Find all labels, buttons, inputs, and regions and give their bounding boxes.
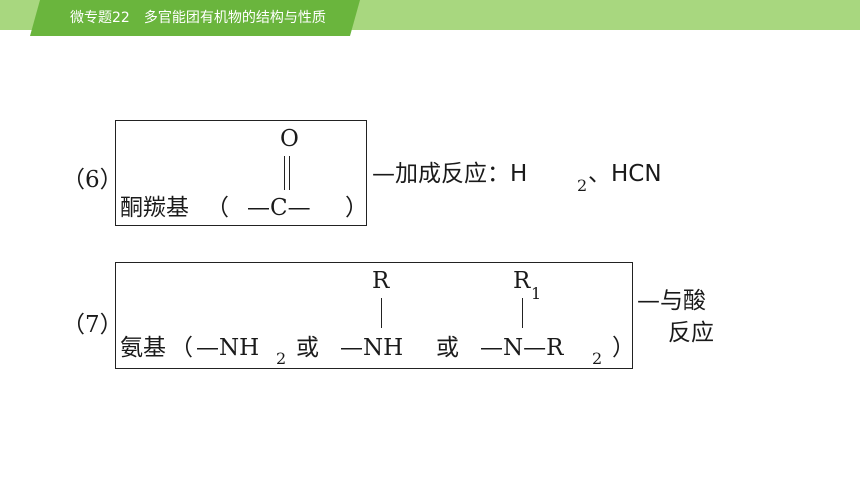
item-number-6: （6） [62,167,123,193]
or-text-1: 或 [296,335,319,361]
header-title: 微专题22 多官能团有机物的结构与性质 [70,10,326,26]
subscript-2: 2 [577,176,588,195]
r1-subscript: 1 [531,284,542,303]
acid-reaction-line2: 反应 [668,320,714,346]
bond-line-icon [381,298,382,328]
r1-label: R [513,268,531,294]
amino-group-name: 氨基 [120,335,166,361]
ketone-carbonyl-box [115,120,367,226]
nh2-formula: —NH [196,335,260,361]
or-text-2: 或 [436,335,459,361]
paren-close: ） [612,335,635,361]
ketone-group-name: 酮羰基 [120,195,189,221]
n-formula: —N—R [480,335,564,361]
oxygen-label: O [280,126,299,152]
paren-open: （ [206,195,229,221]
paren-close: ） [345,195,368,221]
amino-group-box [115,262,633,369]
reagent-hcn: 、HCN [588,161,662,187]
r-label: R [372,268,390,294]
double-bond-icon [284,156,290,190]
bond-line-icon [522,298,523,328]
nh2-subscript: 2 [276,349,287,368]
item-number-7: （7） [62,312,123,338]
header-bar [0,0,860,36]
acid-reaction-line1: —与酸 [637,288,706,314]
r2-subscript: 2 [592,349,603,368]
paren-open: （ [170,335,193,361]
carbonyl-formula: —C— [247,195,311,221]
nh-formula: —NH [340,335,404,361]
addition-reaction-text: —加成反应：H [372,161,528,187]
